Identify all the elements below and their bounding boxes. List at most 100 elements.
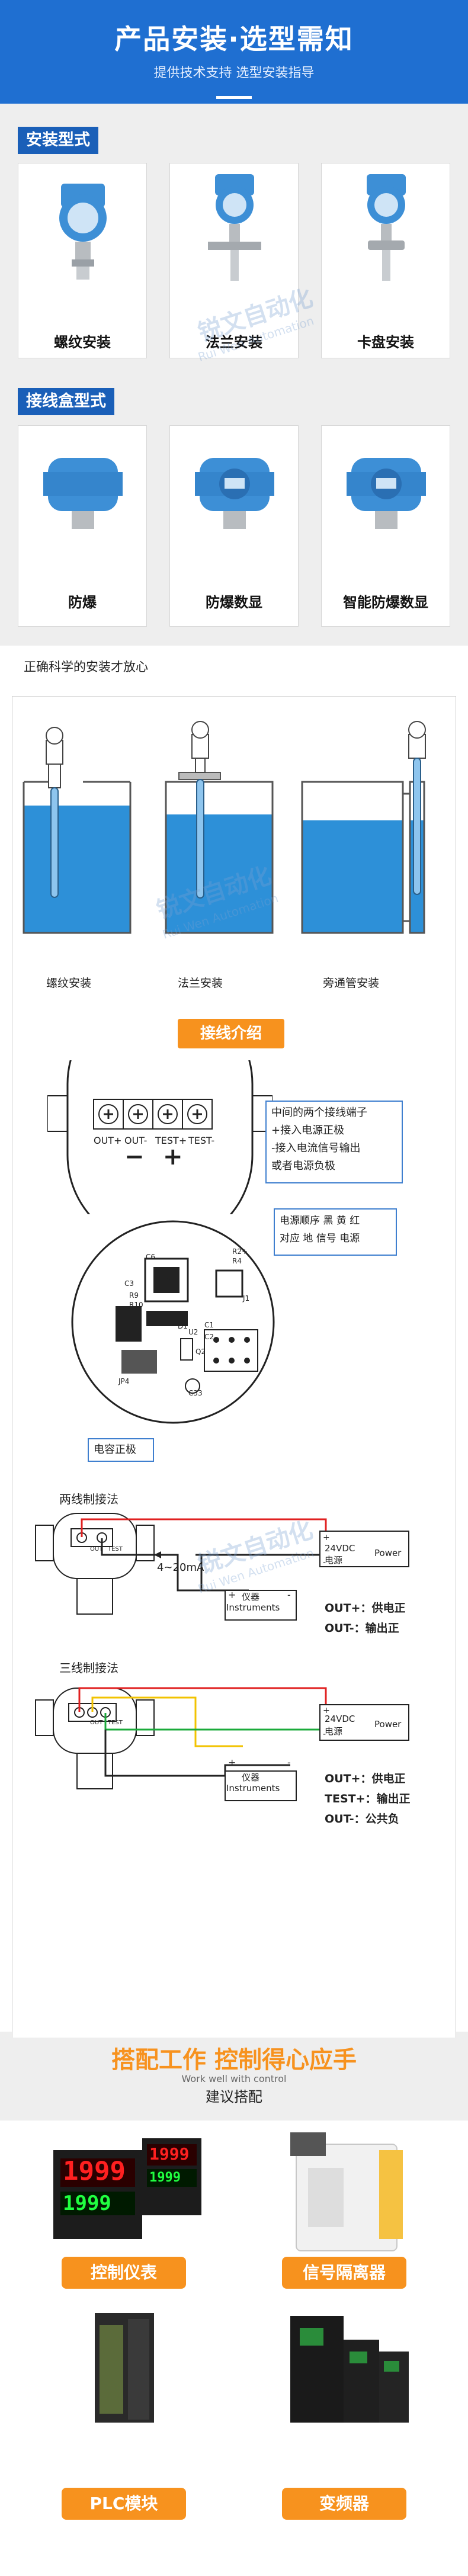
card-label: 防爆数显 bbox=[206, 594, 262, 611]
card-explosion-proof-display: 防爆数显 bbox=[169, 425, 299, 627]
section-label-housing-type: 接线盒型式 bbox=[18, 388, 114, 415]
three-wire-title: 三线制接法 bbox=[59, 1661, 118, 1675]
current-label: 4~20mA bbox=[157, 1561, 204, 1574]
power-order-box: 电源顺序 黑 黄 红 对应 地 信号 电源 bbox=[274, 1208, 397, 1256]
terminal-label: TEST bbox=[108, 1720, 123, 1726]
board-label: R2+ bbox=[232, 1247, 248, 1256]
two-wire-diagram bbox=[35, 1513, 409, 1621]
inverter-button: 变频器 bbox=[282, 2488, 406, 2520]
flange-transmitter-image bbox=[208, 174, 261, 281]
note-line: -接入电流信号输出 bbox=[271, 1142, 361, 1154]
instrument-box: 仪器 Instruments bbox=[226, 1592, 280, 1613]
card-explosion-proof: 防爆 bbox=[18, 425, 147, 627]
instrument-label-en: Instruments bbox=[226, 1783, 280, 1794]
board-label: R9 bbox=[129, 1291, 139, 1300]
instrument-plus: + bbox=[228, 1589, 236, 1600]
card-label: 卡盘安装 bbox=[357, 334, 414, 351]
terminal-label: OUT+ bbox=[94, 1135, 122, 1146]
plus-sign: + bbox=[163, 1143, 183, 1170]
tank-label: 旁通管安装 bbox=[323, 977, 380, 990]
tank-install-diagram bbox=[23, 721, 426, 934]
note-line: 或者电源负极 bbox=[271, 1160, 335, 1172]
board-label: D1 bbox=[178, 1322, 188, 1330]
tank-label: 螺纹安装 bbox=[46, 977, 92, 990]
terminal-block-diagram bbox=[47, 1060, 273, 1214]
board-label: C2 bbox=[204, 1333, 214, 1341]
terminal-notes: 中间的两个接线端子 +接入电源正极 -接入电流信号输出 或者电源负极 bbox=[265, 1101, 403, 1183]
signal-isolator-button: 信号隔离器 bbox=[282, 2257, 406, 2289]
page-title: 产品安装·选型需知 bbox=[114, 23, 354, 55]
three-wire-note: TEST+：输出正 bbox=[325, 1792, 411, 1805]
terminal-label: OUT bbox=[90, 1546, 103, 1552]
page-subtitle: 提供技术支持 选型安装指导 bbox=[153, 66, 315, 81]
power-plus: + bbox=[323, 1706, 330, 1715]
power-voltage: 24VDC bbox=[325, 1543, 355, 1554]
explosion-proof-display-image bbox=[195, 458, 274, 529]
three-wire-diagram bbox=[35, 1687, 409, 1801]
tank-label: 法兰安装 bbox=[178, 977, 223, 990]
two-wire-note: OUT+：供电正 bbox=[325, 1602, 406, 1615]
instrument-label-en: Instruments bbox=[226, 1602, 280, 1613]
pcb-board-diagram bbox=[71, 1220, 275, 1424]
signal-isolator-image bbox=[290, 2132, 403, 2251]
card-thread-install: 螺纹安装 bbox=[18, 163, 147, 358]
board-label: C6 bbox=[146, 1253, 156, 1261]
plc-module-button: PLC模块 bbox=[62, 2488, 186, 2520]
power-label-cn: 电源 bbox=[325, 1726, 343, 1737]
board-label: R4 bbox=[232, 1257, 242, 1265]
smart-explosion-proof-image bbox=[347, 458, 426, 529]
accessories-title: 搭配工作 控制得心应手 bbox=[111, 2046, 357, 2074]
power-minus: - bbox=[323, 1730, 326, 1739]
terminal-label: TEST- bbox=[188, 1135, 215, 1146]
three-wire-note: OUT+：供电正 bbox=[325, 1772, 406, 1785]
clamp-transmitter-image bbox=[367, 174, 406, 281]
card-clamp-install: 卡盘安装 bbox=[321, 163, 450, 358]
card-label: 智能防爆数显 bbox=[343, 594, 428, 611]
two-wire-note: OUT-：输出正 bbox=[325, 1622, 399, 1635]
card-label: 防爆 bbox=[68, 594, 97, 611]
meter-display-small: 1999 bbox=[149, 2144, 190, 2164]
power-minus: - bbox=[323, 1558, 326, 1567]
board-label: C1 bbox=[204, 1321, 214, 1329]
explosion-proof-housing-image bbox=[43, 458, 123, 529]
thread-transmitter-image bbox=[59, 184, 107, 280]
header-banner: 产品安装·选型需知 提供技术支持 选型安装指导 bbox=[0, 0, 468, 104]
terminal-label: TEST bbox=[108, 1546, 123, 1552]
control-meter-image bbox=[53, 2138, 201, 2239]
board-label: C33 bbox=[188, 1389, 203, 1397]
power-label-en: Power bbox=[374, 1548, 402, 1558]
wiring-title: 接线介绍 bbox=[178, 1019, 284, 1048]
three-wire-note: OUT-：公共负 bbox=[325, 1812, 399, 1826]
title-underline bbox=[216, 96, 252, 99]
correct-install-caption: 正确科学的安装才放心 bbox=[24, 660, 148, 674]
board-label: U2 bbox=[188, 1328, 198, 1336]
instrument-label: 仪器 bbox=[242, 1592, 260, 1602]
instrument-minus: - bbox=[287, 1757, 291, 1768]
card-label: 螺纹安装 bbox=[54, 334, 111, 351]
card-smart-explosion-proof: 智能防爆数显 bbox=[321, 425, 450, 627]
note-line: 中间的两个接线端子 bbox=[271, 1106, 367, 1119]
instrument-box: 仪器 Instruments bbox=[226, 1772, 280, 1794]
cap-positive-label: 电容正极 bbox=[88, 1438, 154, 1462]
inverter-image bbox=[290, 2316, 409, 2423]
suggested-label: 建议搭配 bbox=[206, 2089, 262, 2105]
card-flange-install: 法兰安装 bbox=[169, 163, 299, 358]
meter-display: 1999 bbox=[63, 2156, 126, 2186]
terminal-label: TEST+ bbox=[155, 1135, 187, 1146]
terminal-label: OUT- bbox=[124, 1135, 148, 1146]
board-label: C3 bbox=[124, 1279, 134, 1288]
instrument-minus: - bbox=[287, 1589, 291, 1600]
power-order-line: 电源顺序 黑 黄 红 bbox=[280, 1215, 360, 1227]
power-label-cn: 电源 bbox=[325, 1555, 343, 1566]
minus-sign: − bbox=[124, 1143, 145, 1170]
power-order-line: 对应 地 信号 电源 bbox=[280, 1233, 360, 1244]
board-label: R10 bbox=[129, 1301, 143, 1309]
board-label: J1 bbox=[243, 1294, 250, 1303]
accessories-subtitle: Work well with control bbox=[181, 2073, 287, 2084]
meter-display-small: 1999 bbox=[149, 2170, 181, 2185]
power-plus: + bbox=[323, 1533, 330, 1542]
terminal-label: OUT bbox=[90, 1720, 103, 1726]
board-label: Q2 bbox=[195, 1348, 206, 1356]
note-line: +接入电源正极 bbox=[271, 1124, 345, 1137]
